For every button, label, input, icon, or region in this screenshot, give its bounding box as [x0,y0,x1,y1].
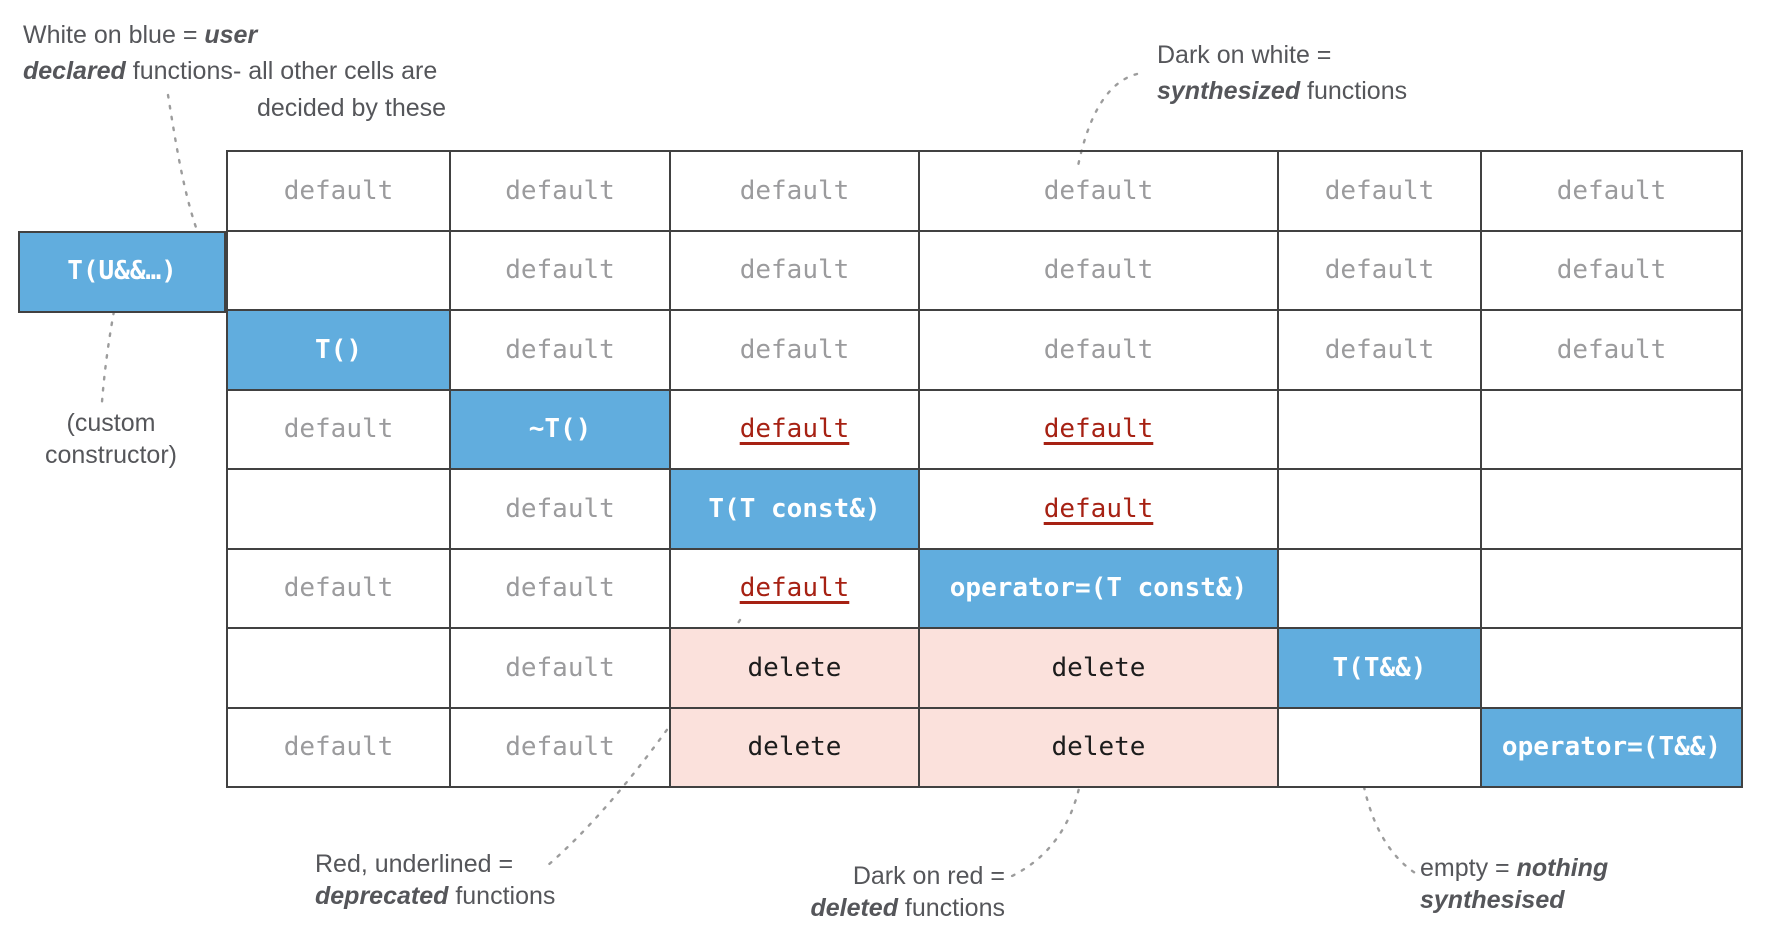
custom-constructor-line1: (custom [66,409,156,437]
cell-empty [1277,547,1482,629]
legend-user-declared-line1: White on blue = user [23,17,257,53]
cell-empty [1480,547,1743,629]
legend-empty-em2: synthesised [1420,886,1565,914]
connector-deleted-label [1010,777,1083,878]
cell-synth: default [918,150,1279,232]
legend-deprecated-em: deprecated [315,882,449,910]
legend-synthesized-line1: Dark on white = [1157,41,1332,69]
cell-synth: default [669,229,920,311]
cell-synth: default [449,309,671,391]
legend-synthesized-line2: synthesized functions [1157,73,1407,109]
cell-empty [1480,468,1743,550]
cell-empty [226,229,451,311]
cell-deleted: delete [669,706,920,788]
cell-empty [1277,706,1482,788]
legend-empty: empty = nothing synthesised [1420,852,1608,916]
cell-user: operator=(T&&) [1480,706,1743,788]
cell-synth: default [449,468,671,550]
custom-constructor-label: (custom constructor) [5,407,217,471]
legend-user-declared-em2: declared [23,57,126,85]
legend-deprecated-post: functions [448,882,556,910]
cell-user: T(T&&) [1277,627,1482,709]
cell-synth: default [226,150,451,232]
legend-user-declared-normal2: functions [125,57,233,85]
cell-deleted: delete [918,627,1279,709]
cell-deprecated: default [918,468,1279,550]
cell-synth: default [1277,229,1482,311]
legend-deprecated-line1: Red, underlined = [315,850,514,878]
cell-user: ~T() [449,388,671,470]
cell-empty [226,627,451,709]
cell-deprecated: default [918,388,1279,470]
cell-user: operator=(T const&) [918,547,1279,629]
cell-synth: default [226,388,451,470]
legend-all-other-line2: decided by these [257,94,447,122]
cell-empty [1480,627,1743,709]
cell-synth: default [1480,150,1743,232]
cell-empty [1480,388,1743,470]
cell-synth: default [449,547,671,629]
cell-user: T() [226,309,451,391]
cell-synth: default [918,229,1279,311]
cell-empty [1277,468,1482,550]
cell-deprecated: default [669,388,920,470]
cell-deprecated: default [669,547,920,629]
cell-synth: default [449,150,671,232]
legend-deprecated: Red, underlined = deprecated functions [315,848,555,912]
cell-empty [1277,388,1482,470]
legend-user-declared-em1: user [204,21,258,49]
legend-all-other-line1: - all other cells are [233,57,438,85]
cell-synth: default [669,150,920,232]
cell-synth: default [449,706,671,788]
cell-deleted: delete [669,627,920,709]
cell-deleted: delete [918,706,1279,788]
cell-empty [226,468,451,550]
cell-synth: default [1480,309,1743,391]
legend-user-declared-line2: declared functions [23,53,233,89]
cell-synth: default [226,706,451,788]
cell-synth: default [449,229,671,311]
cell-synth: default [918,309,1279,391]
legend-deleted-post: functions [897,894,1005,922]
legend-synthesized-em: synthesized [1157,77,1301,105]
legend-empty-em1: nothing [1516,854,1609,882]
legend-deleted-em: deleted [810,894,898,922]
cell-synth: default [1277,150,1482,232]
cell-user: T(T const&) [669,468,920,550]
cell-synth: default [226,547,451,629]
legend-empty-pre: empty = [1420,854,1517,882]
cell-synth: default [669,309,920,391]
cell-synth: default [1277,309,1482,391]
legend-synthesized-post: functions [1300,77,1408,105]
custom-constructor-line2: constructor) [45,441,177,469]
legend-deleted-line1: Dark on red = [852,862,1005,890]
cell-synth: default [1480,229,1743,311]
custom-constructor-cell: T(U&&…) [18,231,226,313]
legend-deleted: Dark on red = deleted functions [755,860,1005,924]
cell-synth: default [449,627,671,709]
legend-user-declared-normal1: White on blue = [23,21,205,49]
